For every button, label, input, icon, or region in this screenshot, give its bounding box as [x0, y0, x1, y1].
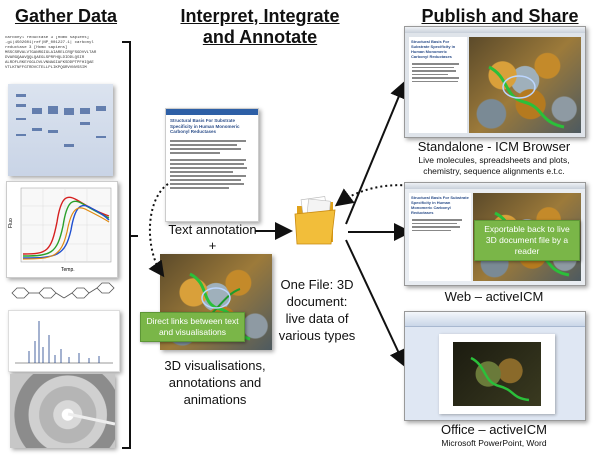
chart-ylabel: Fluo [8, 218, 14, 228]
office-ribbon [470, 356, 530, 402]
visualisations-label: 3D visualisations, annotations and anima… [164, 358, 266, 407]
one-file-label: One File: 3D document: live data of vari… [278, 277, 356, 343]
standalone-toolbar [405, 27, 585, 33]
folder-graphic [294, 196, 336, 245]
standalone-title: Standalone - ICM Browser [417, 139, 571, 154]
web-doc-title: Structural Basis For Substrate Specifici… [411, 195, 469, 215]
office-subtitle: Microsoft PowerPoint, Word [441, 438, 547, 448]
paper-thumbnail: Structural Basis For Substrate Specifici… [165, 108, 259, 222]
gel-image [8, 84, 113, 176]
office-molecule-view [453, 342, 541, 406]
exportable-tag: Exportable back to live 3D document file… [474, 220, 580, 261]
standalone-molecule-view [469, 37, 581, 133]
office-slide [439, 334, 555, 414]
melting-curve-plot: Fluo Temp. [8, 187, 112, 273]
arrow-to-standalone [345, 80, 407, 225]
office-title: Office – activeICM [441, 422, 547, 437]
diffraction-rings [65, 411, 115, 426]
heading-publish: Publish and Share [421, 6, 579, 26]
document-folder-icon [293, 196, 339, 248]
heading-annotate: and Annotate [202, 27, 318, 47]
paper-title: Structural Basis For Substrate Specifici… [170, 118, 240, 134]
chart-xlabel: Temp. [61, 267, 75, 273]
paper-header-bar [166, 109, 258, 115]
mass-spectrum-plot [15, 321, 113, 364]
standalone-ribbon [488, 65, 565, 129]
plus-sign: + [208, 238, 217, 253]
chemical-structure-drawing [11, 282, 115, 299]
chemical-structure [4, 280, 119, 306]
melting-curve-chart: Fluo Temp. [6, 181, 118, 278]
office-ribbon-bar [405, 312, 585, 327]
web-title: Web – activeICM [444, 289, 544, 304]
diffraction-image [10, 374, 115, 448]
arrow-to-office [345, 239, 407, 368]
mass-spectrum-chart [8, 310, 120, 372]
standalone-doc-title: Structural Basis For Substrate Specifici… [411, 39, 456, 59]
heading-interpret: Interpret, Integrate [180, 6, 340, 26]
web-toolbar [405, 183, 585, 189]
standalone-subtitle: Live molecules, spreadsheets and plots, … [418, 155, 570, 176]
direct-links-tag: Direct links between text and visualisat… [140, 312, 245, 342]
gather-bracket [122, 41, 138, 449]
gel-bands [16, 94, 106, 147]
office-screenshot [404, 311, 586, 421]
standalone-screenshot: Structural Basis For Substrate Specifici… [404, 26, 586, 138]
heading-gather-data: Gather Data [14, 6, 118, 26]
sequence-thumbnail: carbonyl reductase 3 [Homo sapiens] -gi|… [5, 36, 118, 78]
sequence-text: carbonyl reductase 3 [Homo sapiens] -gi|… [5, 36, 97, 70]
text-annotation-label: Text annotation [168, 222, 257, 237]
